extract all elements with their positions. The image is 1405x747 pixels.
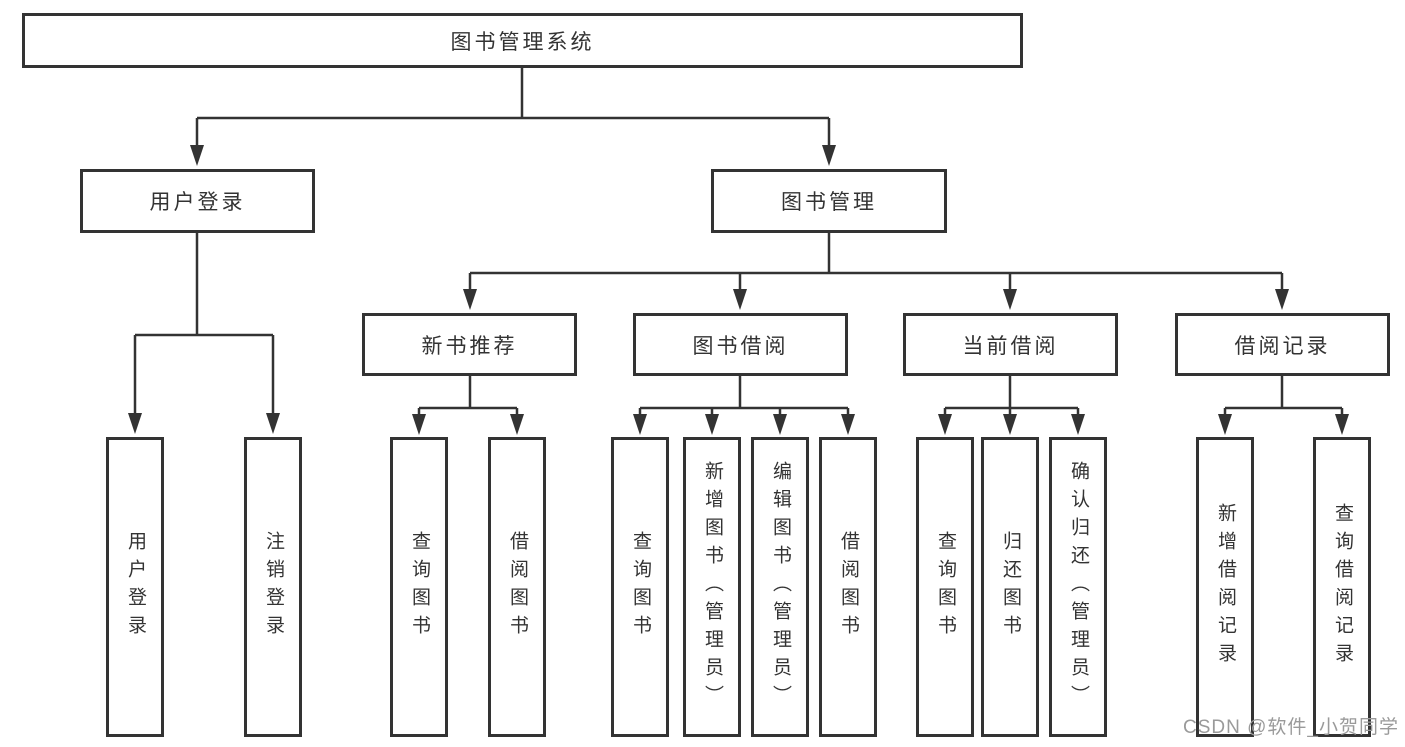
node-label: 编辑图书（管理员） xyxy=(769,461,791,713)
leaf-add-book-admin: 新增图书（管理员） xyxy=(683,437,741,737)
node-user-login: 用户登录 xyxy=(80,169,315,233)
node-label: 新书推荐 xyxy=(421,334,518,358)
node-label: 查询图书 xyxy=(934,531,956,643)
leaf-borrow-books: 借阅图书 xyxy=(819,437,877,737)
node-book-borrow: 图书借阅 xyxy=(633,313,848,376)
node-label: 用户登录 xyxy=(149,191,246,214)
leaf-add-borrow-record: 新增借阅记录 xyxy=(1196,437,1254,737)
node-label: 图书借阅 xyxy=(692,334,789,358)
node-current-borrow: 当前借阅 xyxy=(903,313,1118,376)
node-label: 图书管理 xyxy=(781,191,877,214)
leaf-query-borrow-record: 查询借阅记录 xyxy=(1313,437,1371,737)
node-borrow-record: 借阅记录 xyxy=(1175,313,1390,376)
leaf-borrow-books-recommend: 借阅图书 xyxy=(488,437,546,737)
node-label: 归还图书 xyxy=(999,531,1021,643)
leaf-user-login: 用户登录 xyxy=(106,437,164,737)
node-label: 确认归还（管理员） xyxy=(1067,461,1089,713)
node-label: 借阅图书 xyxy=(506,531,528,643)
node-label: 查询图书 xyxy=(408,531,430,643)
node-label: 借阅记录 xyxy=(1234,334,1331,358)
leaf-query-books-current: 查询图书 xyxy=(916,437,974,737)
leaf-confirm-return-admin: 确认归还（管理员） xyxy=(1049,437,1107,737)
node-label: 当前借阅 xyxy=(962,334,1059,358)
csdn-watermark: CSDN @软件_小贺同学 xyxy=(1183,717,1399,738)
node-label: 查询图书 xyxy=(629,531,651,643)
node-label: 注销登录 xyxy=(262,531,284,643)
leaf-query-books-borrow: 查询图书 xyxy=(611,437,669,737)
leaf-edit-book-admin: 编辑图书（管理员） xyxy=(751,437,809,737)
leaf-query-books-recommend: 查询图书 xyxy=(390,437,448,737)
node-book-management: 图书管理 xyxy=(711,169,947,233)
node-label: 图书管理系统 xyxy=(450,30,595,54)
node-label: 新增图书（管理员） xyxy=(701,461,723,713)
node-new-book-recommend: 新书推荐 xyxy=(362,313,577,376)
leaf-logout: 注销登录 xyxy=(244,437,302,737)
node-label: 查询借阅记录 xyxy=(1331,503,1353,671)
node-label: 新增借阅记录 xyxy=(1214,503,1236,671)
node-root-system: 图书管理系统 xyxy=(22,13,1023,68)
node-label: 借阅图书 xyxy=(837,531,859,643)
node-label: 用户登录 xyxy=(124,531,146,643)
arrowheads xyxy=(128,145,1349,435)
leaf-return-book: 归还图书 xyxy=(981,437,1039,737)
